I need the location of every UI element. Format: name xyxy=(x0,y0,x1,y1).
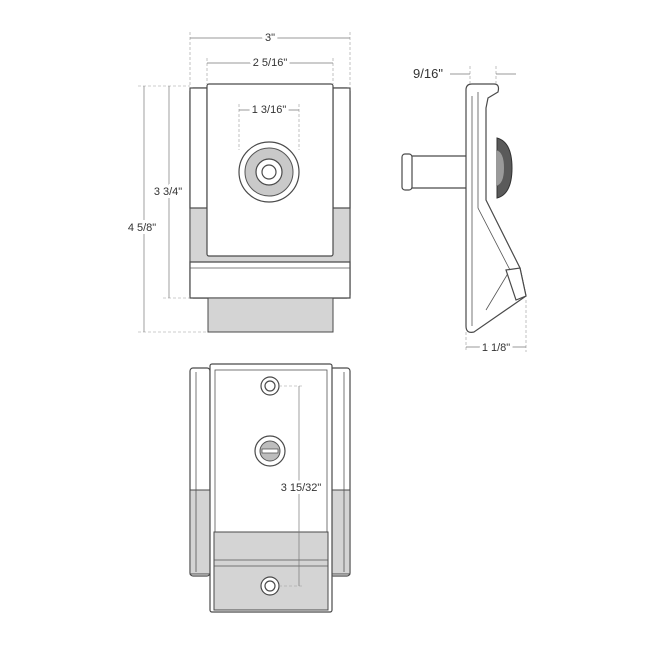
back-lower-cover xyxy=(213,531,329,611)
back-hole-distance-label: 3 15/32" xyxy=(281,482,322,494)
front-plate-height-label: 3 3/4" xyxy=(154,186,182,198)
side-depth-label: 9/16" xyxy=(413,66,443,81)
front-total-width-label: 3" xyxy=(265,32,275,44)
side-lower-tab xyxy=(505,267,527,301)
front-plate-width-label: 2 5/16" xyxy=(253,57,288,69)
front-total-height-label: 4 5/8" xyxy=(128,222,156,234)
front-hole-spacing-label: 1 3/16" xyxy=(252,104,287,116)
front-left-rail xyxy=(189,87,208,209)
side-shaft-end xyxy=(401,153,413,191)
back-left-rail-grey xyxy=(189,489,211,575)
back-right-rail-grey xyxy=(329,489,351,575)
front-knob-center xyxy=(261,164,277,180)
back-view: 3 15/32" xyxy=(189,363,351,613)
front-right-rail xyxy=(332,87,351,209)
front-view: 3" 2 5/16" 1 3/16" 3 3/4" 4 5/8" xyxy=(125,29,351,333)
front-lower-extension xyxy=(207,297,334,333)
side-view: 9/16" 1 1/8" xyxy=(401,66,527,357)
side-projection-label: 1 1/8" xyxy=(482,342,510,354)
side-knob-profile xyxy=(496,137,513,199)
front-bottom-cover xyxy=(189,261,351,299)
side-shaft xyxy=(407,155,471,189)
